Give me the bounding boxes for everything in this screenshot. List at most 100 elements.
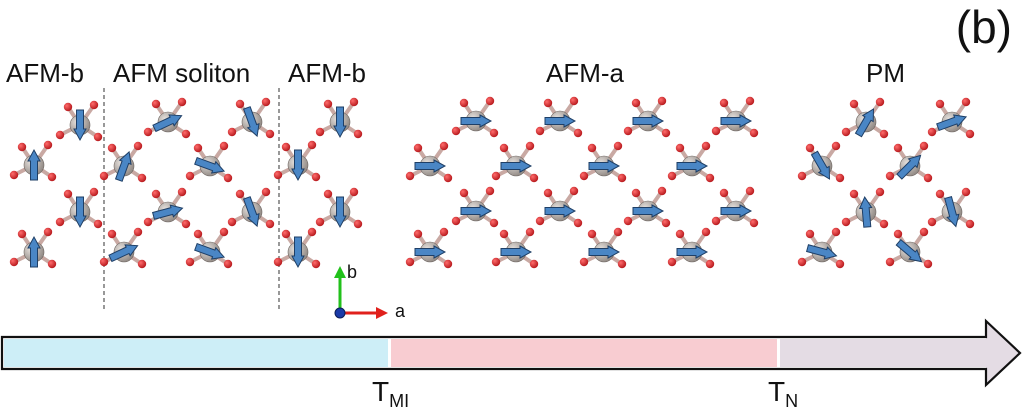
oxygen-atom — [831, 141, 841, 151]
c-axis-dot — [334, 307, 346, 319]
oxygen-atom — [311, 259, 321, 269]
oxygen-atom — [841, 217, 851, 227]
oxygen-atom — [935, 99, 945, 109]
oxygen-atom — [353, 219, 363, 229]
oxygen-atom — [849, 99, 859, 109]
oxygen-atom — [323, 189, 333, 199]
oxygen-atom — [281, 142, 291, 152]
oxygen-atom — [927, 127, 937, 137]
oxygen-atom — [919, 227, 929, 237]
oxygen-atom — [719, 98, 729, 108]
oxygen-atom — [573, 218, 583, 228]
oxygen-atom — [525, 141, 535, 151]
oxygen-atom — [923, 259, 933, 269]
oxygen-atom — [701, 141, 711, 151]
spin-arrow — [108, 244, 139, 263]
oxygen-atom — [613, 141, 623, 151]
oxygen-atom — [185, 257, 195, 267]
oxygen-atom — [919, 141, 929, 151]
oxygen-atom — [927, 217, 937, 227]
oxygen-atom — [177, 97, 187, 107]
tick-t-mi: TMI — [372, 376, 409, 412]
band-high-temperature — [780, 339, 988, 367]
spin-arrow — [194, 242, 226, 260]
oxygen-atom — [99, 257, 109, 267]
oxygen-atom — [315, 127, 325, 137]
oxygen-atom — [879, 219, 889, 229]
oxygen-atom — [311, 172, 321, 182]
oxygen-atom — [323, 99, 333, 109]
oxygen-atom — [137, 259, 147, 269]
spin-arrow — [858, 196, 873, 228]
oxygen-atom — [849, 189, 859, 199]
spin-arrow — [676, 159, 709, 173]
oxygen-atom — [835, 259, 845, 269]
oxygen-atom — [875, 97, 885, 107]
spin-arrow — [805, 244, 838, 260]
oxygen-atom — [99, 171, 109, 181]
oxygen-atom — [405, 257, 415, 267]
oxygen-atom — [657, 96, 667, 106]
spin-arrow — [810, 150, 831, 180]
oxygen-atom — [273, 257, 283, 267]
oxygen-atom — [667, 171, 677, 181]
oxygen-atom — [63, 189, 73, 199]
oxygen-atom — [569, 96, 579, 106]
oxygen-atom — [543, 98, 553, 108]
spin-arrow — [720, 204, 753, 218]
oxygen-atom — [47, 172, 57, 182]
oxygen-atom — [107, 143, 117, 153]
phase-label-pm: PM — [866, 58, 905, 88]
spin-arrow — [676, 245, 709, 259]
oxygen-atom — [485, 96, 495, 106]
oxygen-atom — [499, 143, 509, 153]
spin-arrow — [151, 204, 184, 220]
spin-arrow — [588, 245, 621, 259]
oxygen-atom — [133, 141, 143, 151]
spin-arrow — [414, 159, 447, 173]
oxygen-atom — [9, 257, 19, 267]
oxygen-atom — [443, 173, 453, 183]
oxygen-atom — [219, 141, 229, 151]
oxygen-atom — [535, 216, 545, 226]
oxygen-atom — [43, 140, 53, 150]
oxygen-atom — [55, 130, 65, 140]
spin-arrow — [73, 196, 87, 229]
t-n-main: T — [768, 376, 786, 407]
spin-arrow — [895, 238, 923, 263]
oxygen-atom — [193, 143, 203, 153]
oxygen-atom — [349, 97, 359, 107]
oxygen-atom — [223, 173, 233, 183]
oxygen-atom — [181, 219, 191, 229]
oxygen-atom — [193, 229, 203, 239]
oxygen-atom — [623, 126, 633, 136]
oxygen-atom — [489, 128, 499, 138]
oxygen-atom — [143, 127, 153, 137]
oxygen-atom — [835, 173, 845, 183]
spin-arrow — [588, 159, 621, 173]
oxygen-atom — [961, 187, 971, 197]
oxygen-atom — [661, 128, 671, 138]
spin-arrow — [944, 195, 960, 228]
a-axis-arrowhead — [376, 307, 388, 319]
spin-arrow — [632, 114, 665, 128]
spin-arrow — [242, 196, 260, 228]
spin-arrow — [936, 114, 968, 132]
oxygen-atom — [227, 127, 237, 137]
oxygen-atom — [485, 186, 495, 196]
a-axis-label: a — [395, 301, 406, 321]
oxygen-atom — [749, 128, 759, 138]
oxygen-atom — [885, 257, 895, 267]
spin-arrow — [333, 196, 347, 229]
spin-arrow — [414, 245, 447, 259]
oxygen-atom — [55, 217, 65, 227]
oxygen-atom — [93, 219, 103, 229]
oxygen-atom — [491, 257, 501, 267]
oxygen-atom — [353, 129, 363, 139]
oxygen-atom — [63, 102, 73, 112]
band-intermediate-temperature — [391, 339, 777, 367]
oxygen-atom — [749, 218, 759, 228]
oxygen-atom — [273, 170, 283, 180]
axes-indicator — [334, 266, 388, 319]
